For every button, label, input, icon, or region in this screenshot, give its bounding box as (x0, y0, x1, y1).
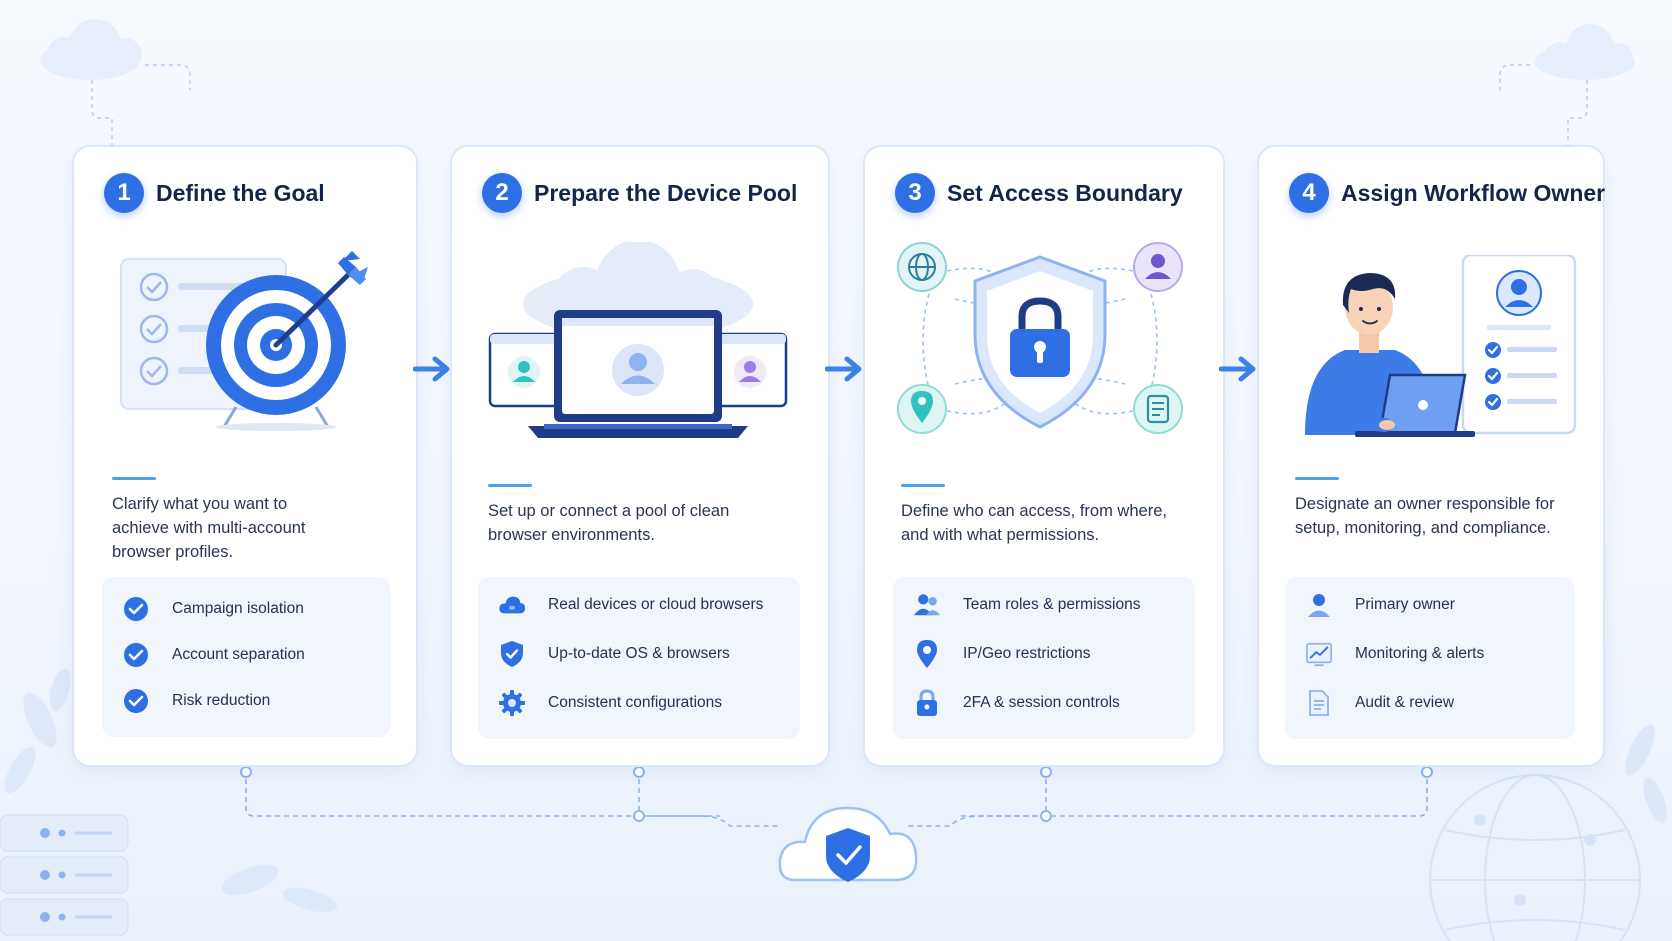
step-description: Define who can access, from where, and w… (901, 502, 1167, 544)
target-checklist-illustration (120, 251, 368, 431)
list-item-label: Team roles & permissions (963, 596, 1141, 613)
accent-line (488, 484, 532, 487)
list-item: Campaign isolation (122, 595, 304, 623)
arrow-right-icon (413, 356, 450, 382)
check-circle-icon (122, 641, 150, 669)
step-description: Clarify what you want to achieve with mu… (112, 495, 306, 561)
step-benefits-list: Primary owner Monitoring & alerts Audit … (1285, 577, 1575, 739)
secure-cloud-icon (778, 806, 918, 882)
list-item-label: Audit & review (1355, 694, 1455, 711)
accent-line (901, 484, 945, 487)
team-icon (913, 591, 941, 619)
accent-line (1295, 477, 1339, 480)
list-item: Team roles & permissions (913, 591, 1140, 619)
location-pin-icon (913, 640, 941, 668)
cloud-decoration-icon (1535, 24, 1635, 80)
step-benefits-list: Campaign isolation Account separation Ri… (102, 577, 390, 737)
list-item-label: Campaign isolation (172, 600, 304, 617)
user-icon (1305, 591, 1333, 619)
list-item: 2FA & session controls (913, 689, 1120, 717)
card-header: 4 Assign Workflow Owner (1289, 173, 1605, 213)
list-item: Account separation (122, 641, 305, 669)
step-benefits-list: Team roles & permissions IP/Geo restrict… (893, 577, 1195, 739)
step-benefits-list: Real devices or cloud browsers Up-to-dat… (478, 577, 800, 739)
step-number-badge: 2 (482, 173, 522, 213)
list-item: Monitoring & alerts (1305, 640, 1484, 668)
list-item: IP/Geo restrictions (913, 640, 1091, 668)
list-item-label: Up-to-date OS & browsers (548, 645, 730, 662)
arrow-right-icon (1219, 356, 1256, 382)
step-title: Define the Goal (156, 179, 325, 206)
access-shield-illustration (897, 242, 1183, 434)
list-item-label: IP/Geo restrictions (963, 645, 1091, 662)
shield-check-icon (498, 640, 526, 668)
list-item: Up-to-date OS & browsers (498, 640, 730, 668)
lock-icon (913, 689, 941, 717)
accent-line (112, 477, 156, 480)
gear-icon (498, 689, 526, 717)
step-description: Designate an owner responsible for setup… (1295, 495, 1555, 537)
list-item-label: Monitoring & alerts (1355, 645, 1485, 662)
list-item-label: 2FA & session controls (963, 694, 1120, 711)
card-header: 1 Define the Goal (104, 173, 325, 213)
step-title: Set Access Boundary (947, 179, 1183, 206)
list-item-label: Real devices or cloud browsers (548, 596, 764, 613)
step-card-define-goal: 1 Define the Goal Clarify what you want … (72, 145, 418, 767)
step-title: Assign Workflow Owner (1341, 179, 1606, 206)
list-item: Real devices or cloud browsers (498, 591, 763, 619)
list-item-label: Risk reduction (172, 692, 271, 709)
cloud-decoration-icon (40, 19, 142, 80)
step-card-access-boundary: 3 Set Access Boundary (863, 145, 1225, 767)
step-number-badge: 1 (104, 173, 144, 213)
check-circle-icon (122, 687, 150, 715)
card-header: 3 Set Access Boundary (895, 173, 1183, 213)
list-item-label: Consistent configurations (548, 694, 723, 711)
list-item: Primary owner (1305, 591, 1455, 619)
globe-network-icon (1429, 774, 1641, 941)
step-number-badge: 4 (1289, 173, 1329, 213)
check-circle-icon (122, 595, 150, 623)
step-number-badge: 3 (895, 173, 935, 213)
list-item-label: Primary owner (1355, 596, 1455, 613)
step-title: Prepare the Device Pool (534, 179, 798, 206)
step-card-device-pool: 2 Prepare the Device Pool Set up or con (450, 145, 830, 767)
step-card-workflow-owner: 4 Assign Workflow Owner Designa (1257, 145, 1605, 767)
cloud-icon (498, 591, 526, 619)
device-pool-illustration (488, 242, 788, 438)
step-description: Set up or connect a pool of clean browse… (488, 502, 730, 544)
chart-icon (1305, 640, 1333, 668)
arrow-right-icon (825, 356, 862, 382)
document-icon (1305, 689, 1333, 717)
server-stack-icon (0, 814, 129, 936)
card-header: 2 Prepare the Device Pool (482, 173, 797, 213)
list-item: Risk reduction (122, 687, 270, 715)
workflow-owner-illustration (1305, 255, 1577, 437)
list-item: Consistent configurations (498, 689, 722, 717)
list-item-label: Account separation (172, 646, 305, 663)
list-item: Audit & review (1305, 689, 1454, 717)
